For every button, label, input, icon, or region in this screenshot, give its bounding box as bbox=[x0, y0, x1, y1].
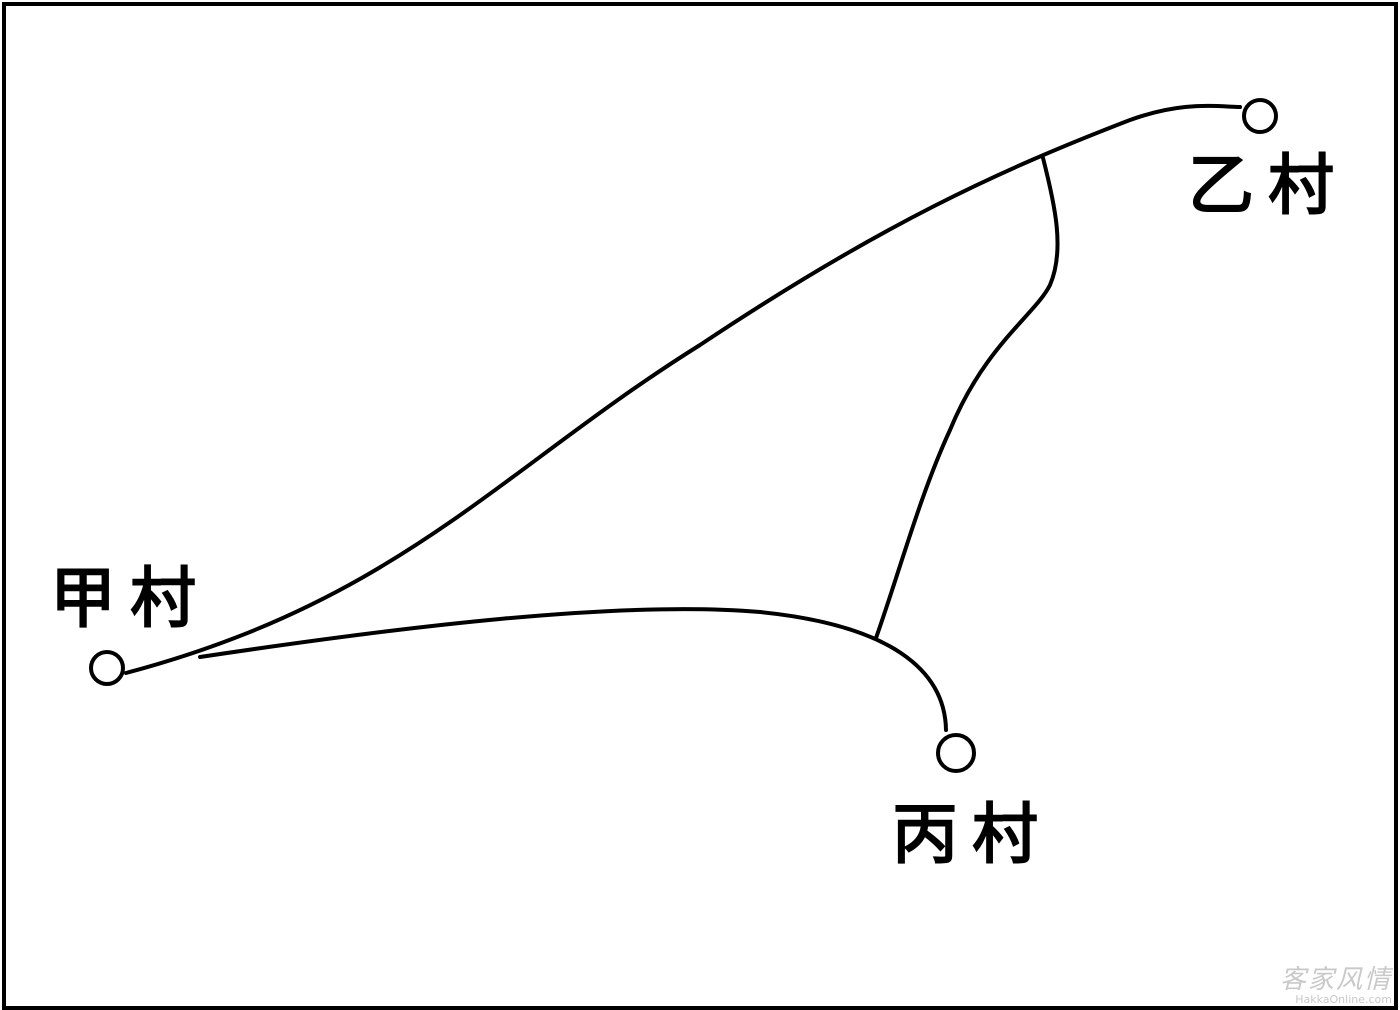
village-node-yi bbox=[1242, 98, 1278, 134]
watermark: 客家风情 HakkaOnline.com bbox=[1279, 965, 1392, 1007]
village-label-jia: 甲村 bbox=[50, 560, 210, 637]
watermark-title: 客家风情 bbox=[1279, 965, 1392, 996]
road-jia-to-bing bbox=[198, 607, 948, 732]
road-jia-to-yi bbox=[124, 103, 1242, 675]
road-connector bbox=[874, 156, 1060, 640]
village-label-yi: 乙村 bbox=[1188, 147, 1348, 224]
watermark-url: HakkaOnline.com bbox=[1295, 993, 1392, 1007]
village-label-bing: 丙村 bbox=[892, 796, 1052, 873]
village-node-jia bbox=[89, 650, 125, 686]
village-node-bing bbox=[936, 733, 976, 773]
